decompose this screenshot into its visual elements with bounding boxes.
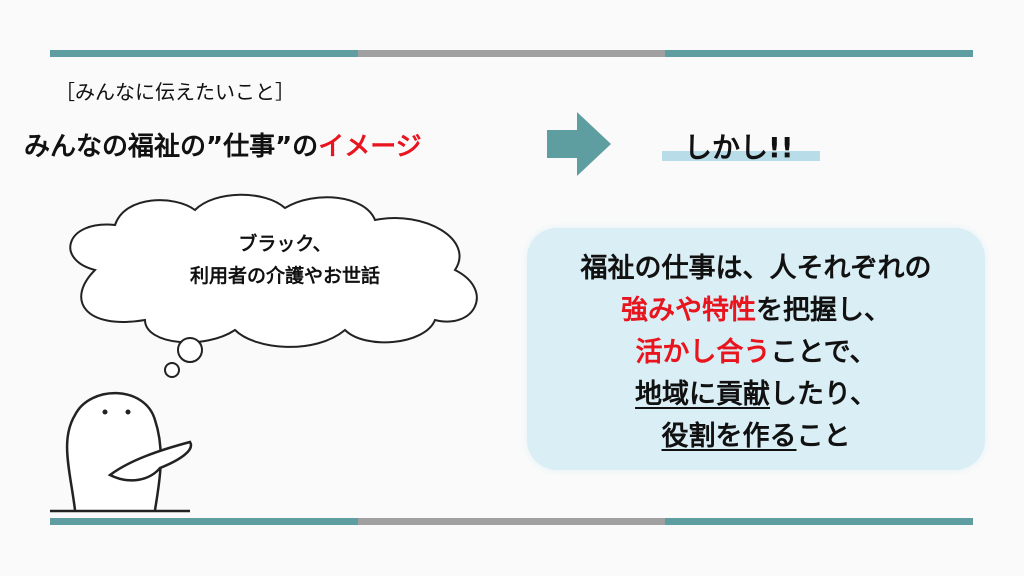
message-line-4-rest: したり、: [770, 379, 877, 410]
message-line-5-rest: こと: [796, 421, 851, 452]
bottom-divider: [50, 518, 974, 525]
message-line-4-underlined: 地域に貢献: [635, 379, 771, 410]
message-line-1: 福祉の仕事は、人それぞれの: [580, 253, 932, 284]
message-text: 福祉の仕事は、人それぞれの 強みや特性を把握し、 活かし合うことで、 地域に貢献…: [527, 248, 985, 458]
message-line-5: 役割を作ること: [527, 416, 985, 458]
message-line-3-red: 活かし合う: [635, 337, 771, 368]
cloud-line-1: ブラック、: [238, 233, 332, 255]
message-line-3: 活かし合うことで、: [527, 332, 985, 374]
message-line-2-rest: を把握し、: [756, 295, 891, 326]
subtitle: ［みんなに伝えたいこと］: [55, 80, 295, 104]
message-line-3-rest: ことで、: [770, 337, 877, 368]
thought-cloud-icon: [69, 193, 478, 378]
cloud-line-2: 利用者の介護やお世話: [189, 265, 380, 287]
right-arrow-icon: [547, 112, 611, 176]
thinking-person-icon: [50, 391, 193, 513]
message-line-5-underlined: 役割を作る: [661, 421, 797, 452]
image-title: みんなの福祉の”仕事”のイメージ: [24, 126, 422, 163]
however-highlight: [662, 151, 820, 161]
top-divider: [50, 50, 974, 57]
however-text: しかし!!: [684, 131, 794, 164]
message-line-4: 地域に貢献したり、: [527, 374, 985, 416]
image-title-highlight: イメージ: [318, 132, 422, 162]
message-line-2: 強みや特性を把握し、: [527, 290, 985, 332]
message-box: [527, 228, 985, 470]
message-line-2-red: 強みや特性: [621, 295, 756, 326]
image-title-main: みんなの福祉の”仕事”の: [24, 132, 319, 162]
cloud-text: ブラック、利用者の介護やお世話: [120, 228, 450, 292]
